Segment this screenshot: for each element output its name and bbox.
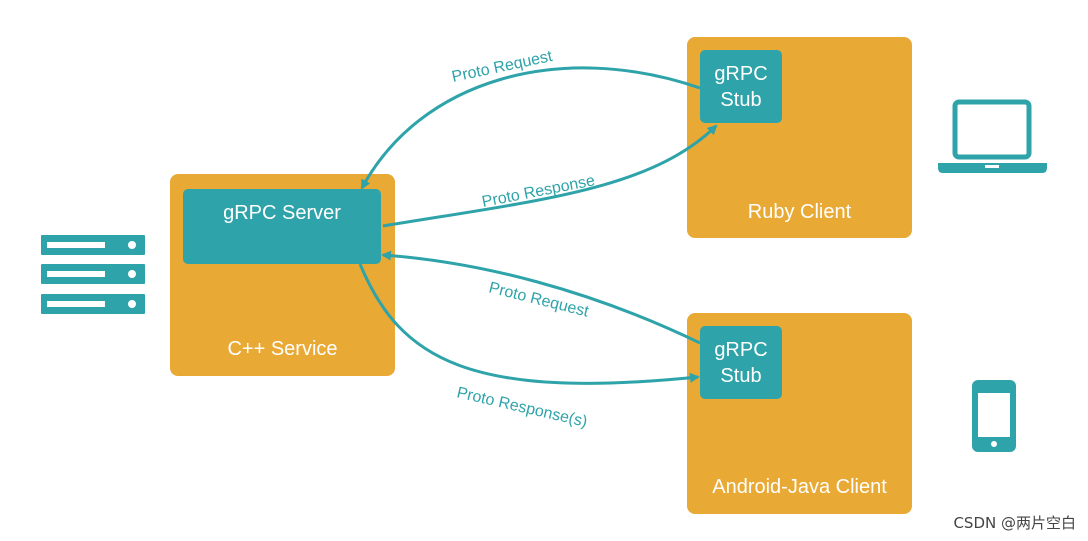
android-grpc-stub-box: gRPC Stub [700, 326, 782, 399]
grpc-server-box: gRPC Server [183, 189, 381, 264]
ruby-stub-line2: Stub [720, 89, 762, 111]
arrow-ruby-request [360, 66, 701, 190]
android-client-label: Android-Java Client [712, 476, 887, 498]
label-android-request: Proto Request [487, 279, 591, 320]
arrow-android-request [381, 250, 701, 345]
android-stub-line2: Stub [720, 365, 762, 387]
ruby-client-label: Ruby Client [747, 201, 852, 223]
label-ruby-response: Proto Response [481, 172, 597, 211]
arrow-android-response [358, 263, 700, 385]
ruby-stub-line1: gRPC [714, 63, 768, 85]
watermark: CSDN @两片空白 [953, 514, 1076, 532]
label-android-response: Proto Response(s) [455, 384, 589, 431]
ruby-grpc-stub-box: gRPC Stub [700, 50, 782, 123]
arrow-ruby-response [382, 124, 718, 228]
cpp-service-label: C++ Service [227, 338, 338, 360]
phone-icon [972, 380, 1016, 452]
server-rack-icon [41, 235, 145, 314]
android-stub-line1: gRPC [714, 339, 768, 361]
grpc-server-label: gRPC Server [223, 202, 341, 224]
laptop-icon [938, 99, 1047, 173]
ruby-client-box: Ruby Client [687, 37, 912, 238]
